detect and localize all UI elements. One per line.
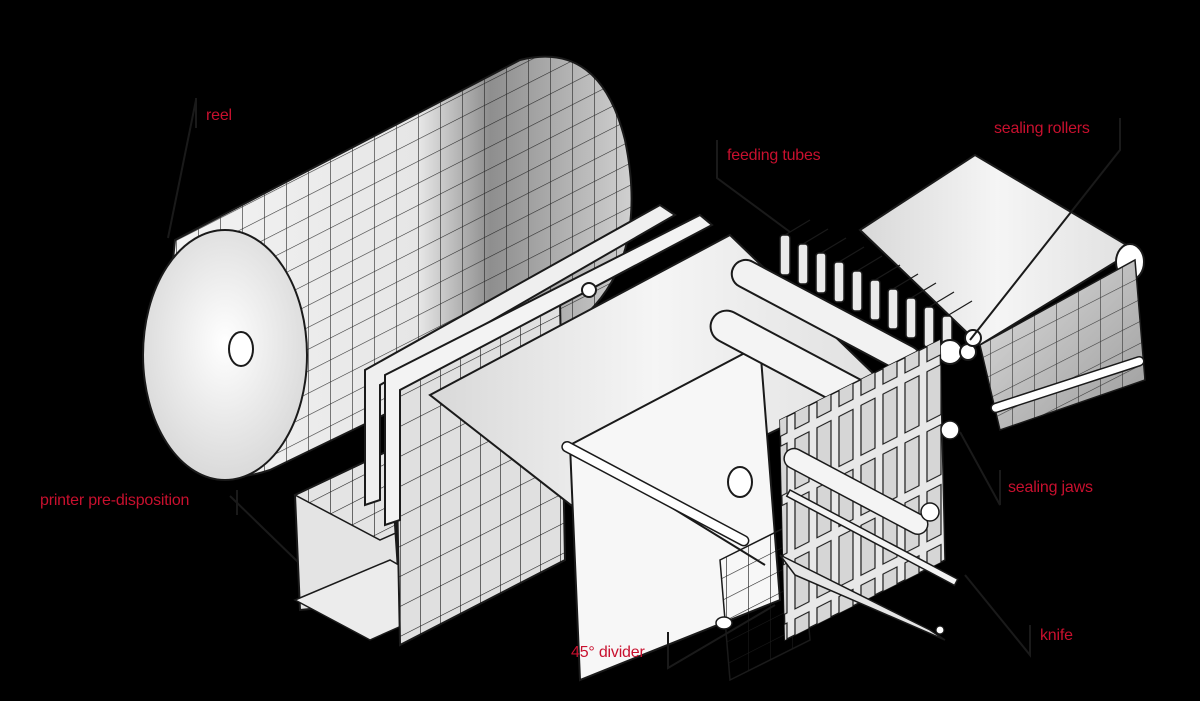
reel [142,55,633,481]
leader-printer [229,490,299,563]
upper-film [858,153,1146,431]
leader-reel [167,98,197,239]
leader-knife [964,574,1031,658]
folding-plates [364,203,714,527]
leader-feeding-tubes [716,140,791,233]
leader-lines [167,98,1121,670]
knife [779,488,959,641]
reel-core-hole [228,331,254,367]
label-45-divider: 45° divider [571,644,645,661]
label-feeding-tubes: feeding tubes [727,147,821,164]
label-printer-pre-disposition: printer pre-disposition [40,492,190,509]
sealing-jaws [779,338,960,642]
label-reel: reel [206,107,232,124]
leader-sealing-jaws [959,431,1001,506]
label-knife: knife [1040,627,1073,644]
guide-roller-small [581,282,597,298]
label-sealing-jaws: sealing jaws [1008,479,1093,496]
leader-divider [667,604,776,670]
leader-sealing-rollers [969,118,1121,341]
label-sealing-rollers: sealing rollers [994,120,1090,137]
